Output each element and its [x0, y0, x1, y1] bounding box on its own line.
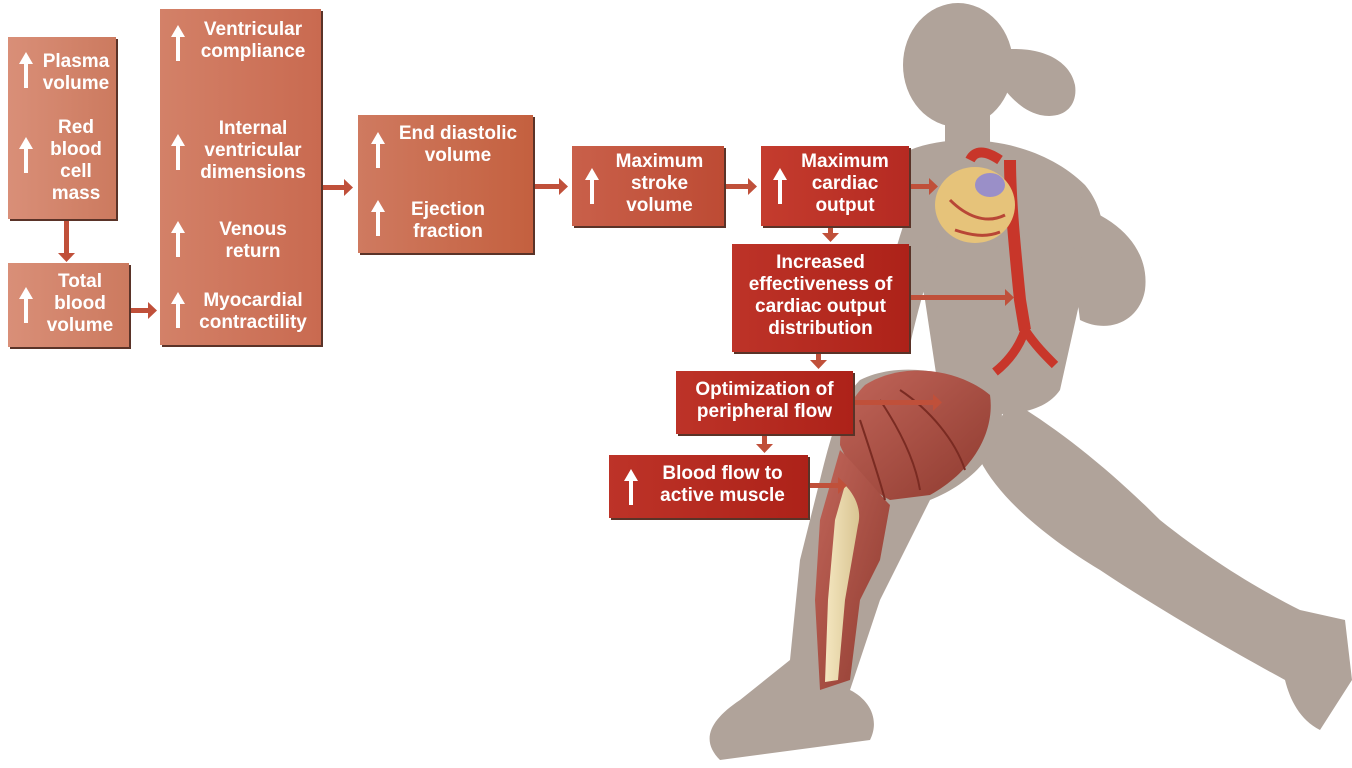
box-cardiac-factors: Ventricular compliance Internal ventricu… [160, 9, 321, 345]
box-total-blood-volume: Total blood volume [8, 263, 129, 347]
label-venous-return: Venous return [190, 219, 316, 263]
arrow-stroke-to-cardiac [724, 178, 757, 195]
label-ventricular-compliance: Ventricular compliance [190, 19, 316, 63]
up-arrow-icon [19, 52, 33, 88]
label-maximum-stroke-volume: Maximum stroke volume [602, 151, 717, 217]
up-arrow-icon [171, 292, 185, 328]
arrow-distribution-to-peripheral [810, 352, 827, 369]
label-red-blood-cell-mass: Red blood cell mass [38, 117, 114, 205]
label-end-diastolic-volume: End diastolic volume [388, 123, 528, 167]
box-maximum-cardiac-output: Maximum cardiac output [761, 146, 909, 226]
arrow-cardiac-to-distribution [822, 227, 839, 242]
up-arrow-icon [171, 221, 185, 257]
box-maximum-stroke-volume: Maximum stroke volume [572, 146, 724, 226]
up-arrow-icon [19, 137, 33, 173]
up-arrow-icon [371, 132, 385, 168]
up-arrow-icon [19, 287, 33, 323]
arrow-total-to-cardiac-factors [130, 302, 157, 319]
box-blood-components: Plasma volume Red blood cell mass [8, 37, 116, 219]
label-peripheral-flow: Optimization of peripheral flow [676, 379, 853, 423]
label-myocardial-contractility: Myocardial contractility [190, 290, 316, 334]
up-arrow-icon [171, 134, 185, 170]
label-ejection-fraction: Ejection fraction [388, 199, 508, 243]
arrow-rbc-to-total [58, 220, 75, 262]
label-internal-ventricular-dimensions: Internal ventricular dimensions [190, 118, 316, 184]
box-peripheral-flow: Optimization of peripheral flow [676, 371, 853, 434]
up-arrow-icon [171, 25, 185, 61]
arrow-edv-to-stroke [533, 178, 568, 195]
up-arrow-icon [585, 168, 599, 204]
box-end-diastolic-and-ejection: End diastolic volume Ejection fraction [358, 115, 533, 253]
label-maximum-cardiac-output: Maximum cardiac output [789, 151, 901, 217]
arrow-peripheral-to-muscle-flow [756, 434, 773, 453]
label-blood-flow-active-muscle: Blood flow to active muscle [645, 463, 800, 507]
box-cardiac-output-distribution: Increased effectiveness of cardiac outpu… [732, 244, 909, 352]
up-arrow-icon [773, 168, 787, 204]
up-arrow-icon [624, 469, 638, 505]
label-total-blood-volume: Total blood volume [36, 271, 124, 337]
arrow-cardiac-factors-to-edv [321, 179, 353, 196]
up-arrow-icon [371, 200, 385, 236]
box-blood-flow-active-muscle: Blood flow to active muscle [609, 455, 808, 518]
label-cardiac-output-distribution: Increased effectiveness of cardiac outpu… [732, 252, 909, 340]
label-plasma-volume: Plasma volume [38, 51, 114, 95]
